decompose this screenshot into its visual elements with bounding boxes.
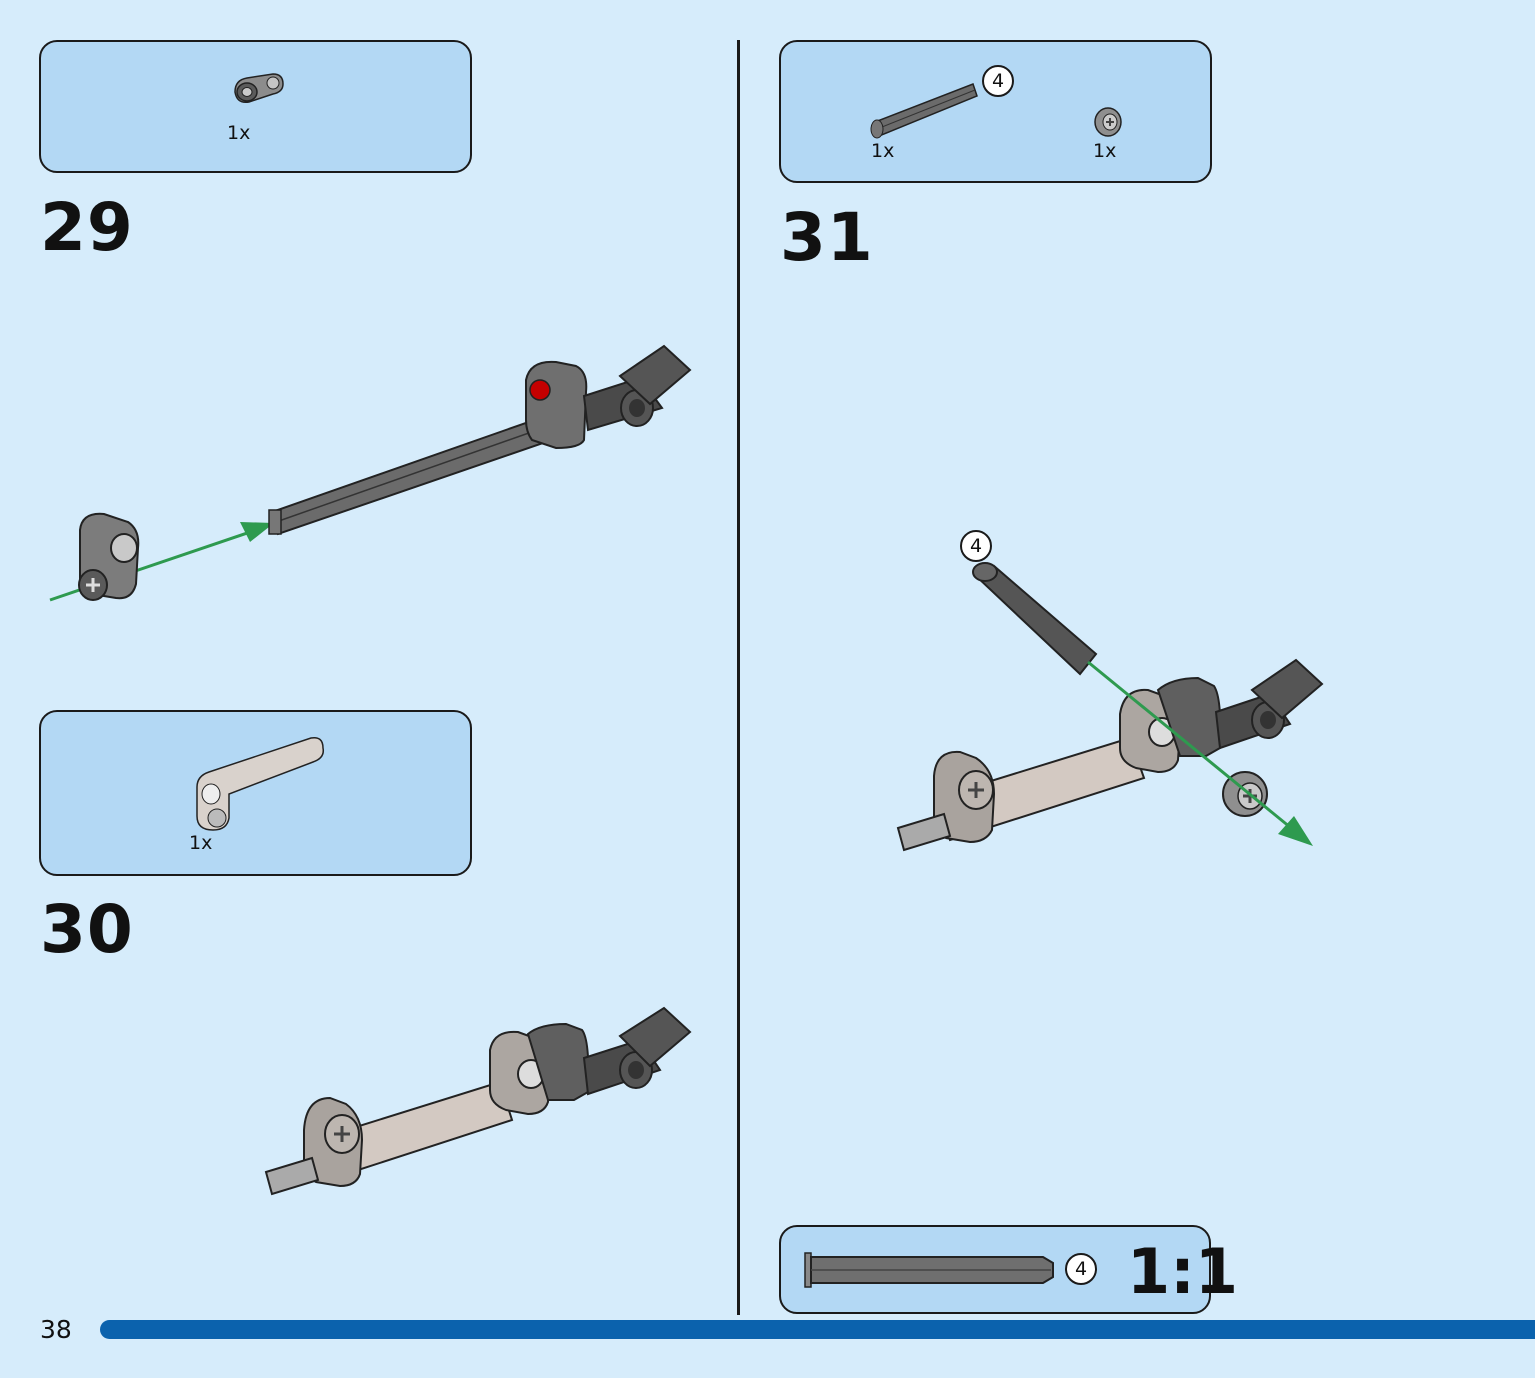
page-progress-bar bbox=[100, 1320, 1535, 1339]
step-31-part-1-qty: 1x bbox=[871, 140, 895, 162]
axle-1to1-scale-icon bbox=[804, 1252, 1054, 1288]
bent-tube-connector-icon bbox=[196, 736, 325, 831]
column-divider bbox=[737, 40, 740, 1315]
axle-length-callout: 4 bbox=[960, 530, 992, 562]
axle-length-4-icon bbox=[870, 83, 978, 139]
step-30-parts-box: 1x bbox=[39, 710, 472, 876]
step-31-number: 31 bbox=[780, 199, 874, 276]
step-31-parts-box: 4 1x 1x bbox=[779, 40, 1212, 183]
step-30-number: 30 bbox=[40, 891, 134, 968]
bush-icon bbox=[1094, 107, 1122, 137]
page-number: 38 bbox=[40, 1315, 72, 1344]
step-31-assembly-illustration bbox=[896, 562, 1324, 852]
step-30-part-qty: 1x bbox=[189, 832, 213, 854]
connector-part bbox=[78, 512, 140, 601]
step-29-assembly-illustration bbox=[49, 344, 692, 602]
scale-reference-box: 4 1:1 bbox=[779, 1225, 1238, 1314]
step-31-part-2-qty: 1x bbox=[1093, 140, 1117, 162]
step-30-assembly-illustration bbox=[264, 1006, 692, 1196]
step-29-part-qty: 1x bbox=[227, 122, 251, 144]
scale-label: 1:1 bbox=[1127, 1235, 1239, 1308]
step-29-parts-box: 1x bbox=[39, 40, 472, 173]
scale-length-callout: 4 bbox=[1065, 1253, 1097, 1285]
step-29-number: 29 bbox=[40, 189, 134, 266]
axle-pin-connector-icon bbox=[234, 73, 284, 104]
part-length-callout: 4 bbox=[982, 65, 1014, 97]
